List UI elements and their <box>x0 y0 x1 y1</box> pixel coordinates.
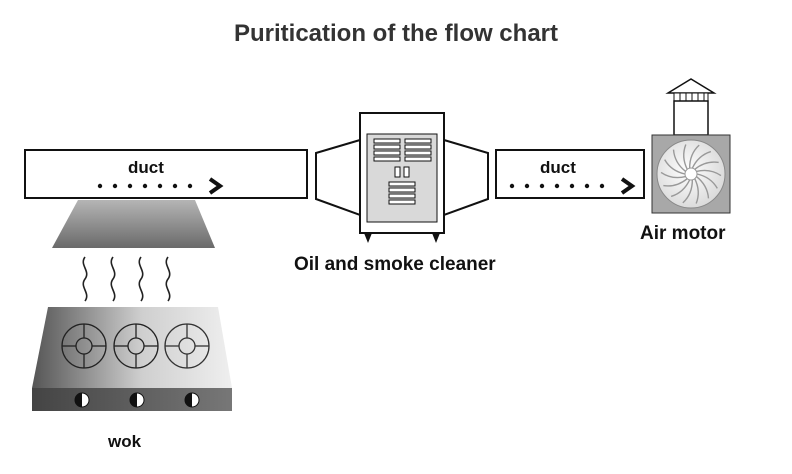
range-hood <box>52 200 215 248</box>
duct-right-label: duct <box>540 158 576 177</box>
knob-icon <box>129 392 145 408</box>
knob-icon <box>184 392 200 408</box>
oil-smoke-cleaner <box>315 112 489 243</box>
cleaner-label: Oil and smoke cleaner <box>294 254 496 275</box>
chart-title: Puritication of the flow chart <box>233 20 558 47</box>
burner-icon <box>113 323 159 369</box>
duct-right <box>495 149 645 199</box>
wok-stove <box>32 307 232 411</box>
arrow-right-icon <box>509 177 636 195</box>
burner-icon <box>61 323 107 369</box>
arrow-right-icon <box>97 177 224 195</box>
air-motor <box>651 78 731 214</box>
chimney-icon <box>665 78 717 136</box>
duct-left-label: duct <box>128 158 164 177</box>
knob-icon <box>74 392 90 408</box>
wok-label: wok <box>108 432 142 451</box>
smoke-icon <box>82 256 171 302</box>
burner-icon <box>164 323 210 369</box>
air-motor-label: Air motor <box>640 223 726 244</box>
duct-left <box>24 149 308 199</box>
fan-icon <box>656 139 726 209</box>
